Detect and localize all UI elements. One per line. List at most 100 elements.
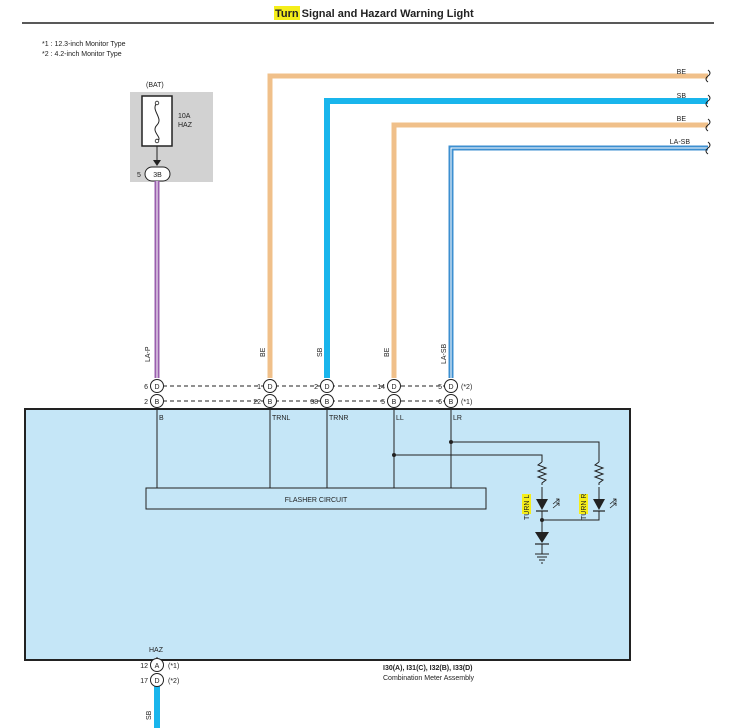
pin-d-note-5: (*2) (461, 384, 472, 391)
pins-top-row: D D D D D 6 1 2 14 5 (*2) (144, 379, 472, 393)
fuse-connector-label: 3B (153, 172, 162, 179)
fuse-terminal-bottom (154, 138, 160, 144)
bottom-pin-note-1: (*1) (168, 663, 179, 670)
bottom-pin-num-1: 12 (140, 663, 148, 670)
led-icon-r (593, 499, 605, 510)
resistor-icon-r (593, 461, 605, 485)
pin-d-num-5: 5 (438, 384, 442, 391)
wire-code-be-2: BE (384, 347, 391, 357)
fuse-rating: 10A (178, 113, 191, 120)
bottom-pin-conn-1: A (155, 663, 160, 670)
pin-d-conn-4: D (391, 384, 396, 391)
assembly-connectors: I30(A), I31(C), I32(B), I33(D) (383, 665, 472, 672)
right-label-be-2: BE (677, 116, 687, 123)
flasher-circuit-box (145, 487, 487, 510)
pin-b-circle-2 (263, 394, 277, 408)
note-2: *2 : 4.2-inch Monitor Type (42, 51, 122, 58)
fuse-terminal-top (154, 100, 160, 106)
turn-l-highlight (522, 494, 531, 514)
turn-r-highlight (579, 494, 588, 514)
wire-code-la-p: LA-P (145, 346, 152, 362)
pin-b-conn-1: B (155, 399, 160, 406)
pin-b-note-5: (*1) (461, 399, 472, 406)
bottom-pin-num-2: 17 (140, 678, 148, 685)
led-light-arrows (552, 498, 617, 509)
junction-ll (392, 453, 396, 457)
right-label-sb: SB (677, 93, 687, 100)
bottom-pin-circle-2 (150, 673, 164, 687)
diode-icon (535, 532, 549, 543)
pin-d-circle-1 (150, 379, 164, 393)
pin-b-circle-1 (150, 394, 164, 408)
title-highlight-word: Turn (275, 8, 299, 20)
break-icon-2 (705, 94, 711, 108)
wire-code-sb: SB (317, 347, 324, 357)
pin-d-circle-2 (263, 379, 277, 393)
terminal-b: B (159, 415, 164, 422)
wire-code-la-sb: LA-SB (441, 343, 448, 364)
pin-b-num-4: 5 (381, 399, 385, 406)
title-highlight (274, 6, 300, 20)
bottom-pin-note-2: (*2) (168, 678, 179, 685)
pin-b-num-1: 2 (144, 399, 148, 406)
pin-d-num-3: 2 (314, 384, 318, 391)
turn-r-label: TURN R (581, 494, 588, 520)
note-1: *1 : 12.3-inch Monitor Type (42, 41, 126, 48)
wire-be-2 (391, 122, 708, 378)
pin-d-num-2: 1 (257, 384, 261, 391)
junction-led (540, 518, 544, 522)
junction-lr (449, 440, 453, 444)
fuse-icon (154, 102, 160, 142)
page-title: Turn Signal and Hazard Warning Light (275, 8, 474, 20)
pin-b-circle-3 (320, 394, 334, 408)
ground-icon (535, 553, 549, 564)
wire-break-marks (705, 69, 711, 155)
break-icon-4 (705, 141, 711, 155)
fuse-arrow-icon (153, 160, 161, 166)
bottom-wire-name: HAZ (149, 647, 164, 654)
bottom-pin-circle-1 (150, 658, 164, 672)
fuse-name: HAZ (178, 122, 193, 129)
break-icon-3 (705, 118, 711, 132)
terminal-lr: LR (453, 415, 462, 422)
turn-l-label: TURN L (524, 495, 531, 520)
wire-la-sb-inner (450, 147, 708, 378)
bottom-pin-conn-2: D (154, 678, 159, 685)
led-icon-l (536, 499, 548, 510)
pins-bottom-row: B B B B B 2 22 38 5 6 (*1) (144, 394, 472, 408)
fuse-pin: 5 (137, 172, 141, 179)
pin-d-conn-1: D (154, 384, 159, 391)
resistor-icon-l (536, 461, 548, 485)
pin-b-conn-5: B (449, 399, 454, 406)
pin-b-num-5: 6 (438, 399, 442, 406)
flasher-circuit-label: FLASHER CIRCUIT (285, 497, 348, 504)
pin-b-conn-3: B (325, 399, 330, 406)
pin-d-num-4: 14 (377, 384, 385, 391)
pin-b-num-3: 38 (310, 399, 318, 406)
pin-b-circle-4 (387, 394, 401, 408)
wire-sb (324, 98, 708, 378)
right-label-la-sb: LA-SB (670, 139, 691, 146)
assembly-name: Combination Meter Assembly (383, 675, 475, 682)
wire-be-1 (267, 73, 708, 378)
pin-b-conn-4: B (392, 399, 397, 406)
pin-d-circle-4 (387, 379, 401, 393)
pin-b-conn-2: B (268, 399, 273, 406)
bottom-wire-code: SB (146, 710, 153, 720)
pin-d-conn-2: D (267, 384, 272, 391)
pin-d-circle-3 (320, 379, 334, 393)
terminal-trnl: TRNL (272, 415, 290, 422)
right-label-be-1: BE (677, 69, 687, 76)
wire-la-sb-outer (448, 145, 708, 378)
pin-d-conn-5: D (448, 384, 453, 391)
pin-d-num-1: 6 (144, 384, 148, 391)
pin-b-num-2: 22 (253, 399, 261, 406)
title-rest: Signal and Hazard Warning Light (299, 8, 474, 20)
pin-d-circle-5 (444, 379, 458, 393)
pin-d-conn-3: D (324, 384, 329, 391)
wire-code-be-1: BE (260, 347, 267, 357)
terminal-trnr: TRNR (329, 415, 348, 422)
break-icon-1 (705, 69, 711, 83)
fuse-source: (BAT) (146, 82, 164, 89)
